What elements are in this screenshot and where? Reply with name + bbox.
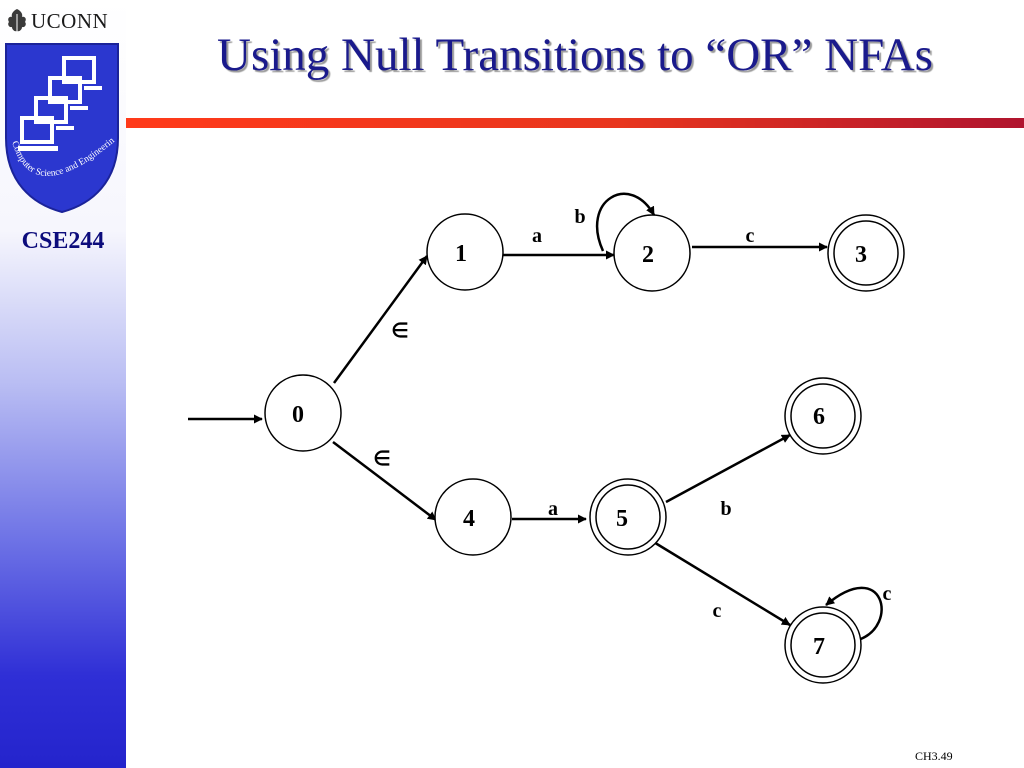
edge-label-0-4: ∈ [373,448,390,470]
self-loop-7 [825,586,883,642]
course-label: CSE244 [21,228,105,254]
uconn-logo-text: UCONN [31,8,109,33]
slide-number: CH3.49 [915,749,953,763]
state-7-inner [790,612,856,678]
self-loop-2 [595,192,656,252]
state-label-2: 2 [642,242,654,268]
edge-label-2-2: b [574,206,585,228]
state-1 [426,213,504,291]
edge-0-1 [332,255,429,384]
edge-label-5-6: b [720,498,731,520]
state-label-7: 7 [813,634,825,660]
edge-label-1-2: a [532,225,542,247]
oak-leaf-icon [8,9,26,33]
state-6-inner [790,383,856,449]
edge-label-4-5: a [548,498,558,520]
state-0 [264,374,342,452]
sidebar: UCONN Computer Science and Engineering C… [0,0,126,768]
edge-label-7-7: c [883,583,892,605]
edge-0-4 [332,441,437,521]
edge-5-7 [651,539,791,627]
state-label-4: 4 [463,506,475,532]
state-label-3: 3 [855,242,867,268]
edge-label-5-7: c [713,600,722,622]
uconn-logo: UCONN [6,6,108,36]
page-title: Using Null Transitions to “OR” NFAs [217,29,933,81]
computer-stack-icon [20,56,96,144]
state-label-5: 5 [616,506,628,532]
state-label-1: 1 [455,241,467,267]
department-seal: Computer Science and Engineering [2,42,119,214]
edge-label-0-1: ∈ [391,320,408,342]
title-divider [126,118,1024,128]
edge-5-6 [665,433,791,504]
state-label-6: 6 [813,404,825,430]
state-5-inner [595,484,661,550]
state-label-0: 0 [292,402,304,428]
edge-label-2-3: c [746,225,755,247]
state-2 [613,214,691,292]
state-3-inner [833,220,899,286]
state-4 [434,478,512,556]
